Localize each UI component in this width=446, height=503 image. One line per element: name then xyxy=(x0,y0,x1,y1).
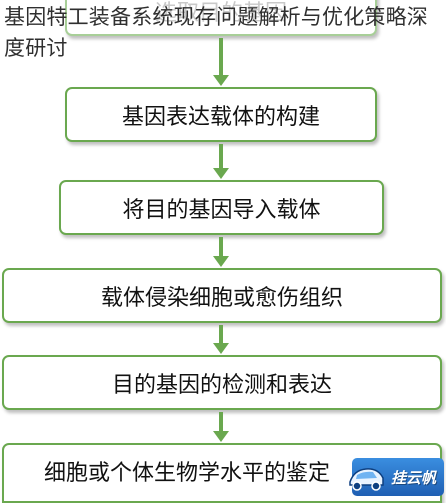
flow-step-label: 目的基因的检测和表达 xyxy=(111,372,332,398)
flow-step-insert-gene: 将目的基因导入载体 xyxy=(59,180,384,235)
flow-arrow-icon xyxy=(213,237,229,267)
flow-step-detect-expression: 目的基因的检测和表达 xyxy=(2,355,442,410)
flow-step-label: 载体侵染细胞或愈伤组织 xyxy=(100,285,343,311)
flow-step-label: 基因表达载体的构建 xyxy=(121,104,320,130)
flow-step-label: 细胞或个体生物学水平的鉴定 xyxy=(44,461,331,486)
watermark-badge: 挂云帆 xyxy=(349,458,444,496)
flow-arrow-icon xyxy=(213,325,229,354)
flow-arrow-icon xyxy=(213,38,229,86)
flow-step-label: 选取目的基因 xyxy=(154,1,287,26)
flow-arrow-icon xyxy=(213,144,229,179)
flow-step-select-gene: 选取目的基因 xyxy=(65,0,377,36)
watermark-text: 挂云帆 xyxy=(390,468,436,487)
flow-step-build-vector: 基因表达载体的构建 xyxy=(65,87,377,142)
flow-step-label: 将目的基因导入载体 xyxy=(122,197,321,223)
car-logo-icon xyxy=(349,468,384,491)
page-title: 基因特工装备系统现存问题解析与优化策略深度研讨 xyxy=(4,5,428,60)
flow-step-infect-cells: 载体侵染细胞或愈伤组织 xyxy=(2,268,442,323)
flow-arrow-icon xyxy=(213,412,229,442)
